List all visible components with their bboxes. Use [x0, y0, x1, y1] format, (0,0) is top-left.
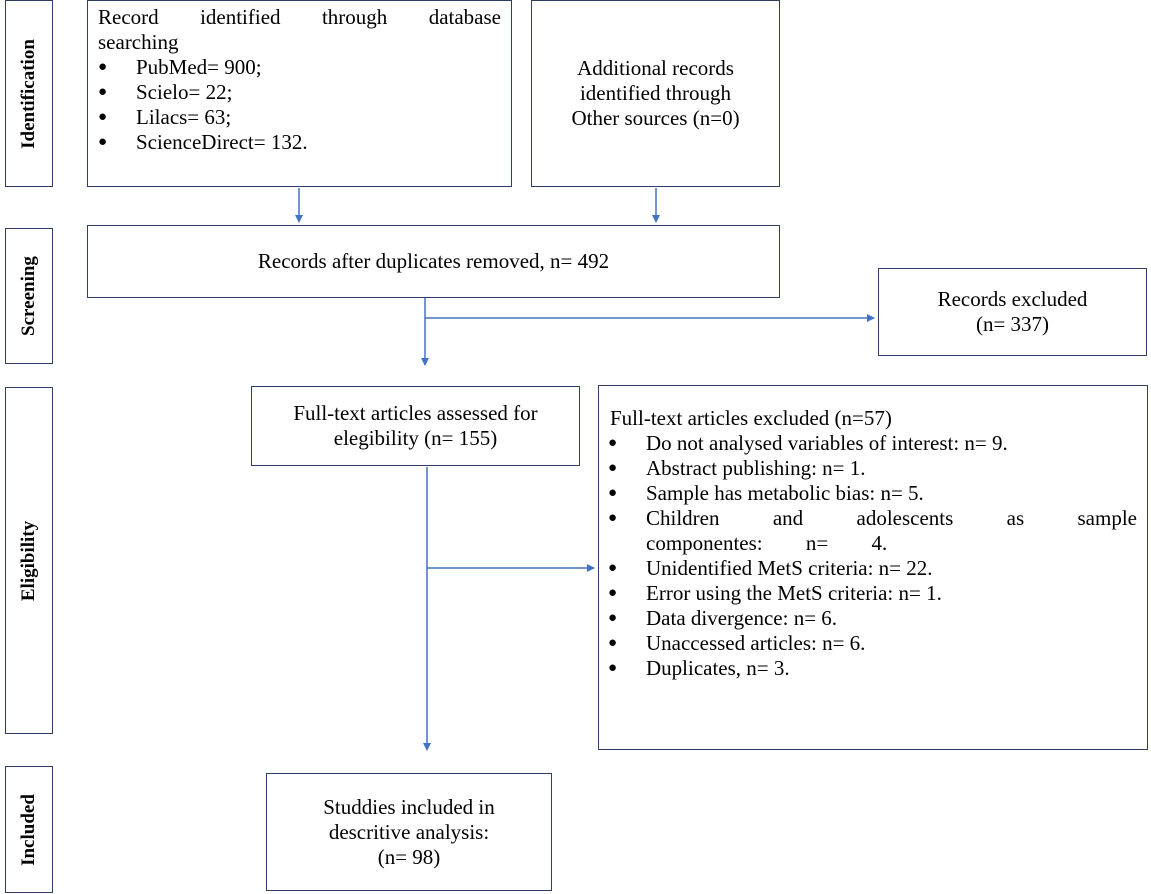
fulltext-excluded-title: Full-text articles excluded (n=57): [610, 406, 892, 430]
identification-lead-line1: Record identified through database: [98, 5, 501, 29]
list-item: ●Sample has metabolic bias: n= 5.: [608, 481, 924, 505]
records-after-duplicates-box: Records after duplicates removed, n= 492: [87, 225, 780, 298]
list-item: ●Data divergence: n= 6.: [608, 606, 838, 630]
fulltext-assessed-line2: elegibility (n= 155): [333, 426, 498, 450]
included-line2: descritive analysis:: [328, 819, 490, 844]
stage-included: Included: [5, 766, 53, 893]
records-excluded-line2: (n= 337): [975, 312, 1050, 336]
additional-records-box: Additional records identified through Ot…: [531, 0, 780, 187]
studies-included-box: Studdies included in descritive analysis…: [266, 773, 552, 891]
additional-line2: identified through: [579, 81, 732, 105]
records-after-duplicates-text: Records after duplicates removed, n= 492: [257, 249, 610, 273]
records-excluded-line1: Records excluded: [937, 287, 1088, 311]
fulltext-assessed-box: Full-text articles assessed for elegibil…: [251, 386, 580, 466]
list-item: ●Unidentified MetS criteria: n= 22.: [608, 556, 933, 580]
identification-lead-line2: searching: [98, 30, 179, 54]
exclusion-reasons-list: ●Do not analysed variables of interest: …: [602, 431, 1137, 681]
list-item: ●Children and adolescents as sample comp…: [608, 506, 1137, 555]
stage-eligibility: Eligibility: [5, 387, 53, 734]
list-item: ●PubMed= 900;: [98, 55, 262, 79]
fulltext-excluded-box: Full-text articles excluded (n=57) ●Do n…: [598, 385, 1148, 750]
list-item: ●Scielo= 22;: [98, 80, 233, 104]
stage-screening: Screening: [5, 228, 53, 364]
list-item: ●Abstract publishing: n= 1.: [608, 456, 866, 480]
included-line1: Studdies included in: [323, 794, 495, 819]
fulltext-assessed-line1: Full-text articles assessed for: [293, 401, 538, 425]
list-item: ●Error using the MetS criteria: n= 1.: [608, 581, 942, 605]
list-item: ●ScienceDirect= 132.: [98, 130, 308, 154]
database-source-list: ●PubMed= 900; ●Scielo= 22; ●Lilacs= 63; …: [92, 55, 501, 155]
list-item: ●Duplicates, n= 3.: [608, 656, 790, 680]
records-excluded-box: Records excluded (n= 337): [878, 268, 1147, 356]
additional-line1: Additional records: [577, 56, 734, 80]
list-item: ●Lilacs= 63;: [98, 105, 232, 129]
included-line3: (n= 98): [377, 844, 441, 869]
identification-records-box: Record identified through database searc…: [87, 0, 512, 187]
list-item: ●Do not analysed variables of interest: …: [608, 431, 1008, 455]
stage-identification: Identification: [5, 0, 53, 187]
additional-line3: Other sources (n=0): [571, 106, 740, 130]
list-item: ●Unaccessed articles: n= 6.: [608, 631, 866, 655]
